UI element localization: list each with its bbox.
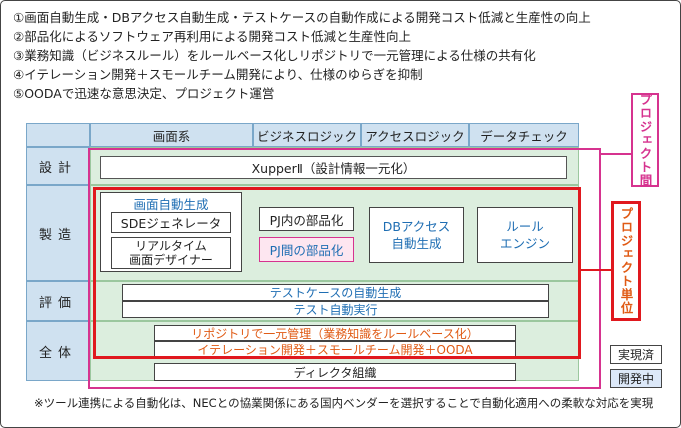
- per-project-connector: [581, 269, 611, 271]
- row-label-design: 設計: [26, 147, 90, 185]
- iteration-box: イテレーション開発＋スモールチーム開発＋OODA: [154, 341, 516, 357]
- screen-generation-title: 画面自動生成: [133, 196, 209, 212]
- goal-3: ③業務知識（ビジネスルール）をルールベース化しリポジトリで一元管理による仕様の共…: [13, 48, 536, 63]
- db-access-generation-box: DBアクセス 自動生成: [369, 207, 464, 263]
- row-label-overall: 全体: [26, 321, 90, 381]
- column-header-data-check: データチェック: [469, 123, 579, 147]
- per-project-frame: [93, 187, 581, 359]
- test-auto-exec-box: テスト自動実行: [122, 301, 549, 318]
- between-projects-label: プロジェクト間: [631, 93, 659, 187]
- goal-2: ②部品化によるソフトウェア再利用による開発コスト低減と生産性向上: [13, 29, 411, 44]
- row-label-manufacturing: 製造: [26, 185, 90, 281]
- rule-engine-box: ルール エンジン: [477, 207, 573, 263]
- legend-developing: 開発中: [610, 369, 662, 388]
- pj-between-parts-box: PJ間の部品化: [259, 237, 354, 262]
- header-corner: [26, 123, 90, 147]
- between-projects-connector: [601, 153, 631, 155]
- column-header-screen: 画面系: [90, 123, 253, 147]
- screen-generation-group: 画面自動生成 SDEジェネレータ リアルタイム 画面デザイナー: [100, 192, 242, 272]
- repository-box: リポジトリで一元管理（業務知識をルールベース化）: [154, 325, 516, 341]
- column-header-access-logic: アクセスロジック: [361, 123, 469, 147]
- between-projects-frame: [88, 148, 601, 389]
- sde-generator-box: SDEジェネレータ: [111, 212, 231, 233]
- testcase-generation-box: テストケースの自動生成: [122, 284, 549, 301]
- goal-1: ①画面自動生成・DBアクセス自動生成・テストケースの自動作成による開発コスト低減…: [13, 10, 591, 25]
- goal-5: ⑤OODAで迅速な意思決定、プロジェクト運営: [13, 86, 275, 101]
- goal-4: ④イテレーション開発＋スモールチーム開発により、仕様のゆらぎを抑制: [13, 67, 423, 82]
- legend-implemented: 実現済: [610, 345, 662, 364]
- footnote: ※ツール連携による自動化は、NECとの協業関係にある国内ベンダーを選択することで…: [34, 396, 654, 410]
- row-label-evaluation: 評価: [26, 281, 90, 321]
- realtime-designer-box: リアルタイム 画面デザイナー: [111, 237, 231, 269]
- column-header-business-logic: ビジネスロジック: [253, 123, 361, 147]
- pj-inner-parts-box: PJ内の部品化: [259, 207, 354, 231]
- xupper-box: XupperⅡ（設計情報一元化）: [100, 156, 567, 179]
- per-project-label: プロジェクト単位: [611, 201, 641, 321]
- director-organization-box: ディレクタ組織: [154, 363, 516, 381]
